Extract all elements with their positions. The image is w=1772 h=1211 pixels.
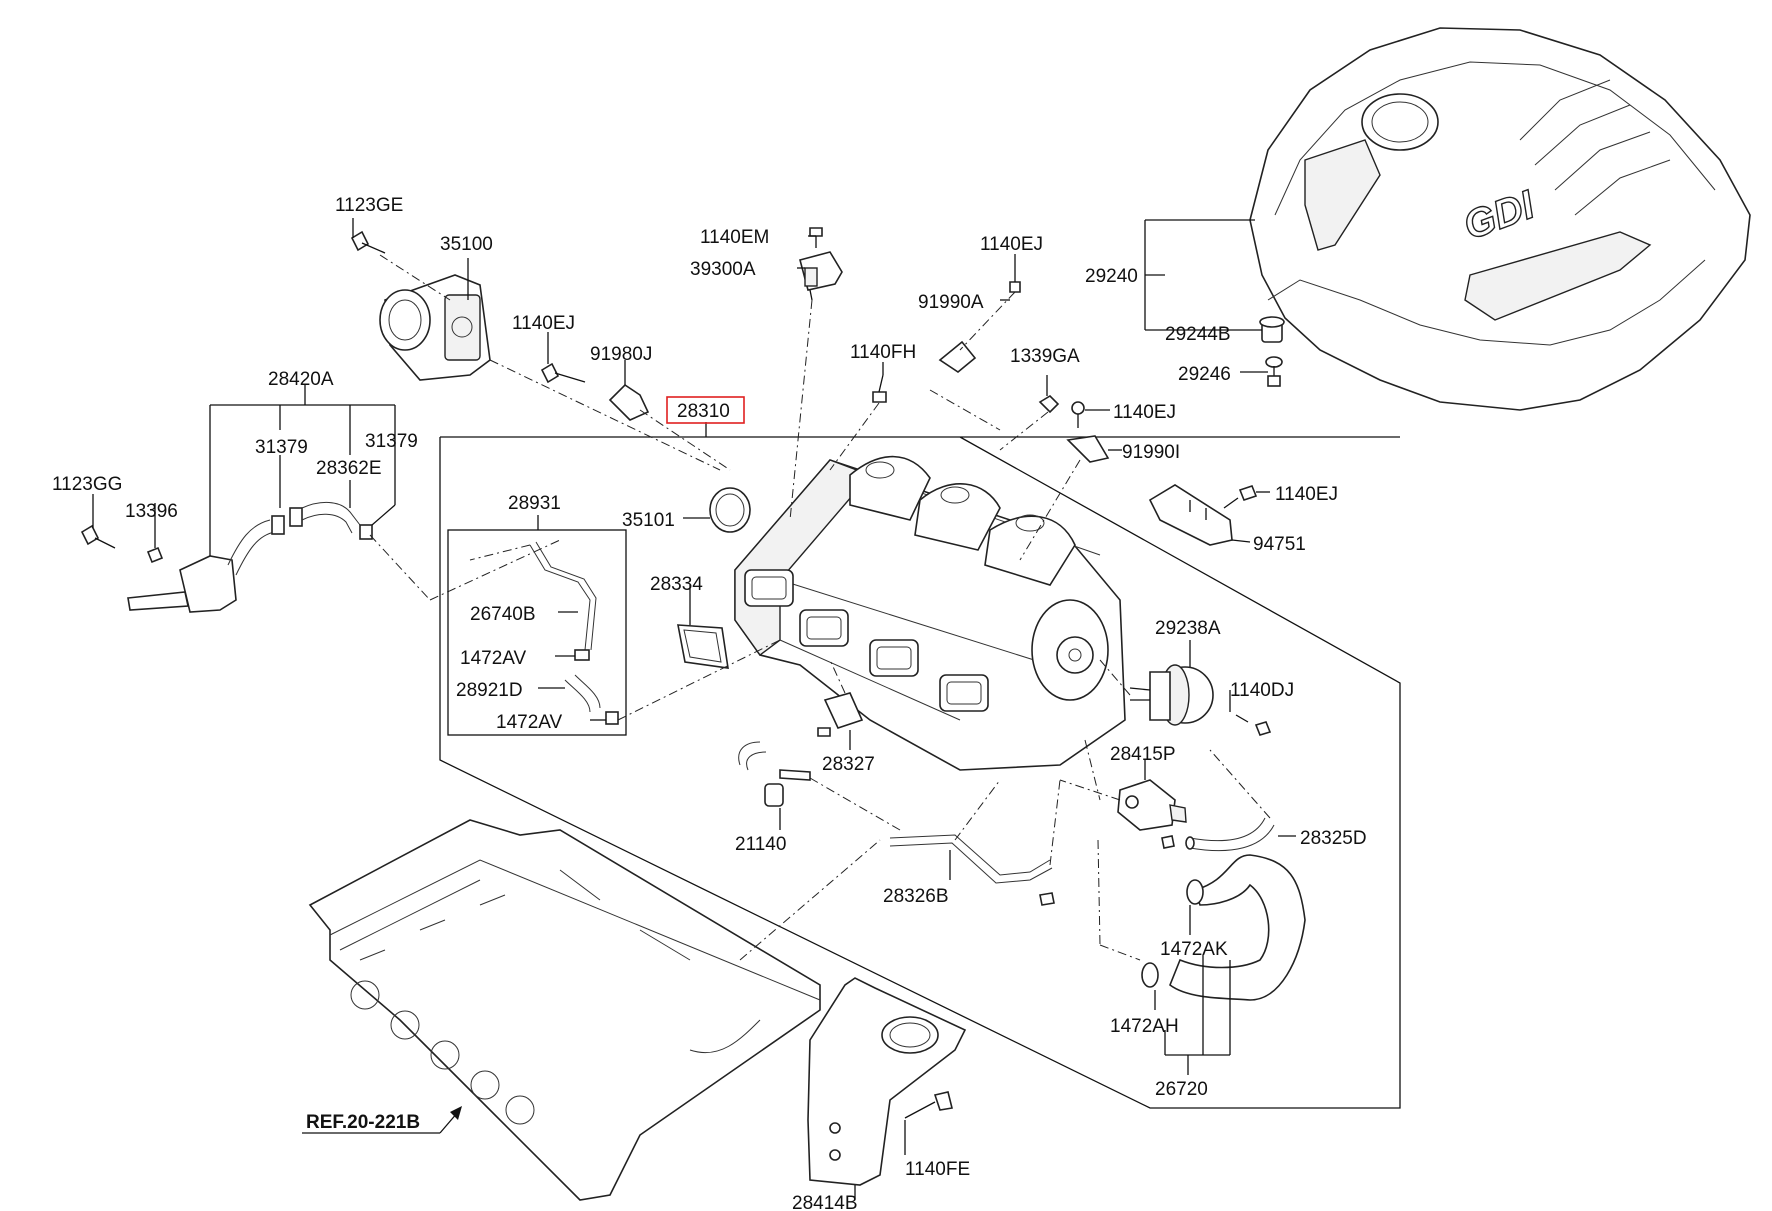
- label-91980J: 91980J: [590, 344, 652, 365]
- label-28921D: 28921D: [456, 680, 523, 701]
- label-35101: 35101: [622, 510, 675, 531]
- bracket-28414B: [807, 977, 967, 1186]
- label-39300A: 39300A: [690, 259, 756, 280]
- throttle-body-35100: [379, 274, 491, 381]
- label-1140EJ-top: 1140EJ: [980, 234, 1043, 255]
- label-28420A: 28420A: [268, 369, 334, 390]
- label-1140DJ: 1140DJ: [1230, 680, 1294, 701]
- label-29240: 29240: [1085, 266, 1138, 287]
- bracket-91990A: [938, 340, 977, 373]
- label-29238A: 29238A: [1155, 618, 1221, 639]
- label-13396: 13396: [125, 501, 178, 522]
- bolt-29246: [1265, 356, 1283, 387]
- label-91990A: 91990A: [918, 292, 984, 313]
- label-29246: 29246: [1178, 364, 1231, 385]
- gasket-28334: [677, 624, 729, 669]
- nut-1339GA: [1038, 394, 1060, 414]
- label-28325D: 28325D: [1300, 828, 1367, 849]
- label-91990I: 91990I: [1122, 442, 1180, 463]
- bolt-1123GE: [350, 230, 386, 254]
- grommet-29244B: [1259, 316, 1285, 343]
- label-28414B: 28414B: [792, 1193, 858, 1211]
- label-1140EJ-left: 1140EJ: [512, 313, 575, 334]
- nut-13396: [146, 546, 164, 564]
- label-26740B: 26740B: [470, 604, 536, 625]
- clamp-1472AH: [1141, 962, 1159, 988]
- engine-cover-29240: GDI: [1249, 27, 1751, 411]
- label-ref-20-221B: REF.20-221B: [306, 1112, 420, 1133]
- bolt-1140EJ-right: [1071, 401, 1085, 428]
- label-28334: 28334: [650, 574, 703, 595]
- bracket-94751: [1148, 484, 1233, 546]
- label-1472AV-upper: 1472AV: [460, 648, 527, 669]
- bolt-1123GG: [80, 524, 116, 549]
- label-31379-left: 31379: [255, 437, 308, 458]
- bolt-1140EJ-left: [540, 362, 586, 384]
- bolt-28327: [817, 727, 831, 737]
- pcv-hose-28420A: [127, 502, 373, 613]
- label-94751: 94751: [1253, 534, 1306, 555]
- actuator-29238A: [1129, 664, 1214, 726]
- label-28362E: 28362E: [316, 458, 382, 479]
- label-21140: 21140: [735, 834, 786, 855]
- bolt-1140FH: [872, 374, 887, 403]
- bolt-1140EM: [809, 227, 823, 248]
- label-1140EJ-right: 1140EJ: [1113, 402, 1176, 423]
- intake-manifold-28310: [734, 455, 1126, 771]
- label-1123GG: 1123GG: [52, 474, 122, 495]
- label-1140EJ-94751: 1140EJ: [1275, 484, 1338, 505]
- label-1123GE: 1123GE: [335, 195, 403, 216]
- cylinder-head-ref: [308, 819, 821, 1201]
- map-sensor-39300A: [799, 251, 843, 301]
- clamp-1472AK: [1186, 879, 1204, 905]
- label-1140FE: 1140FE: [905, 1159, 970, 1180]
- bolt-28415P: [1161, 835, 1175, 849]
- label-29244B: 29244B: [1165, 324, 1231, 345]
- bracket-91990I: [1066, 435, 1110, 463]
- hose-21140: [738, 741, 811, 807]
- bolt-1140FE: [904, 1091, 953, 1119]
- bolt-1140EJ-top: [1009, 270, 1021, 293]
- label-1339GA: 1339GA: [1010, 346, 1080, 367]
- label-1472AK: 1472AK: [1160, 939, 1228, 960]
- ref-arrow: [302, 1106, 462, 1134]
- bolt-1140EJ-94751: [1223, 485, 1258, 509]
- pcv-tube-26740B: [529, 541, 619, 725]
- bracket-91980J: [608, 383, 650, 421]
- label-28310: 28310: [677, 401, 730, 422]
- label-28931: 28931: [508, 493, 561, 514]
- bolt-1140DJ: [1235, 714, 1272, 736]
- gasket-35101: [709, 487, 751, 533]
- label-28326B: 28326B: [883, 886, 949, 907]
- label-31379-right: 31379: [365, 431, 418, 452]
- label-1472AH: 1472AH: [1110, 1016, 1179, 1037]
- label-1472AV-lower: 1472AV: [496, 712, 563, 733]
- tube-28326B: [889, 834, 1055, 906]
- valve-28415P: [1117, 779, 1187, 831]
- label-26720: 26720: [1155, 1079, 1208, 1100]
- label-1140EM: 1140EM: [700, 227, 769, 248]
- highlight-28310: [666, 396, 745, 424]
- label-35100: 35100: [440, 234, 493, 255]
- label-28415P: 28415P: [1110, 744, 1176, 765]
- hose-28325D: [1185, 817, 1275, 852]
- bracket-28327: [823, 692, 864, 729]
- label-1140FH: 1140FH: [850, 342, 916, 363]
- label-28327: 28327: [822, 754, 875, 775]
